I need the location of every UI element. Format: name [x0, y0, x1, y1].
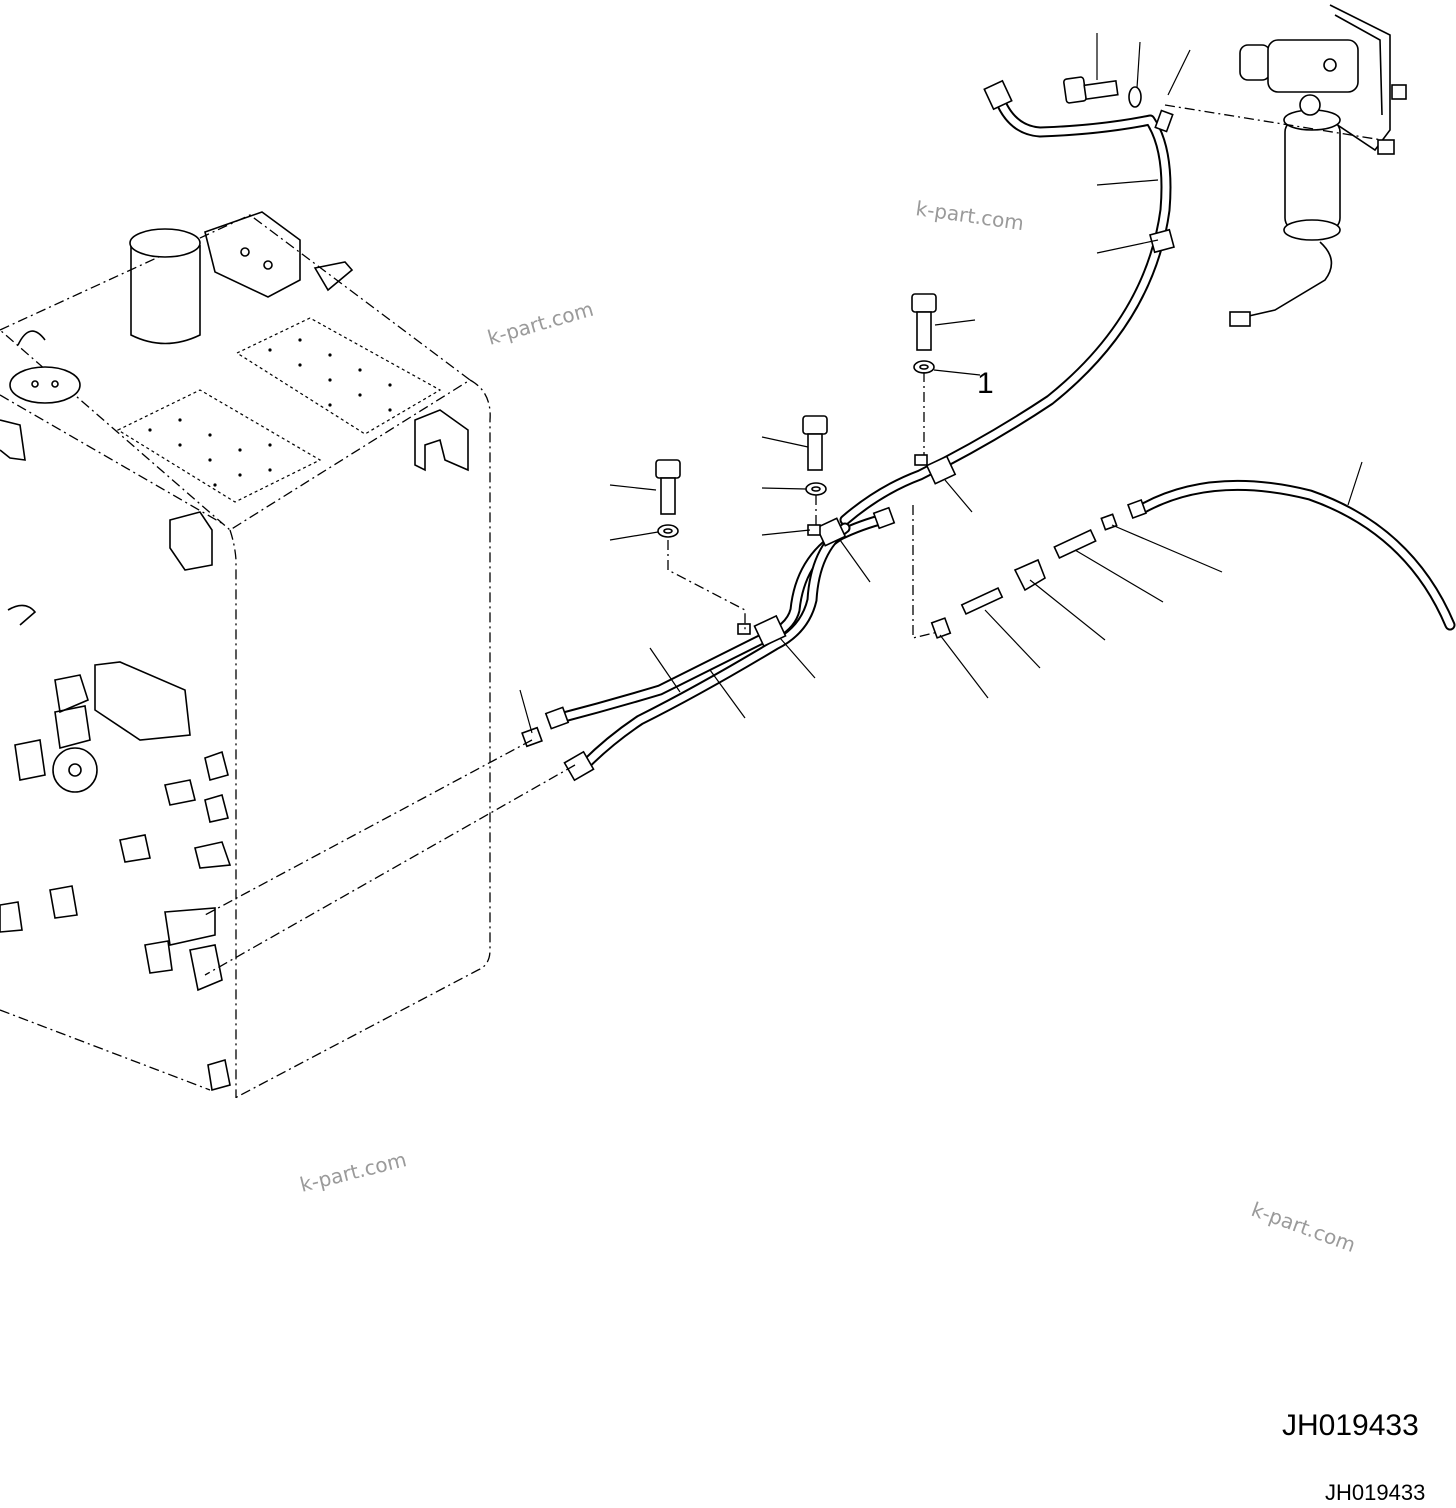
bolt-top: [1063, 76, 1142, 108]
watermark: k-part.com: [914, 196, 1025, 235]
bolt-2: [802, 415, 828, 496]
hose-fittings: [544, 79, 1147, 782]
fuel-hose-upper: [839, 89, 1172, 526]
fuel-hose-lower-b: [579, 522, 851, 771]
fuel-tank: [0, 211, 491, 1099]
callout-number: 1: [977, 367, 994, 400]
drawing-code-small: JH019433: [1325, 1480, 1425, 1505]
plate-dots: [148, 338, 392, 487]
bolt-3: [655, 459, 681, 538]
watermarks: k-part.com k-part.com k-part.com k-part.…: [297, 196, 1358, 1257]
assembly-centerlines: [204, 104, 1383, 976]
hose-clamps: [737, 109, 1175, 648]
bolt-1: [911, 293, 937, 374]
return-hose: [1134, 479, 1456, 631]
leader-lines: [519, 33, 1363, 734]
watermark: k-part.com: [1248, 1197, 1359, 1257]
watermark: k-part.com: [297, 1147, 408, 1197]
fuel-filter: [1229, 4, 1407, 327]
drawing-code-large: JH019433: [1282, 1409, 1419, 1442]
small-parts: [521, 513, 1118, 748]
watermark: k-part.com: [485, 297, 596, 350]
